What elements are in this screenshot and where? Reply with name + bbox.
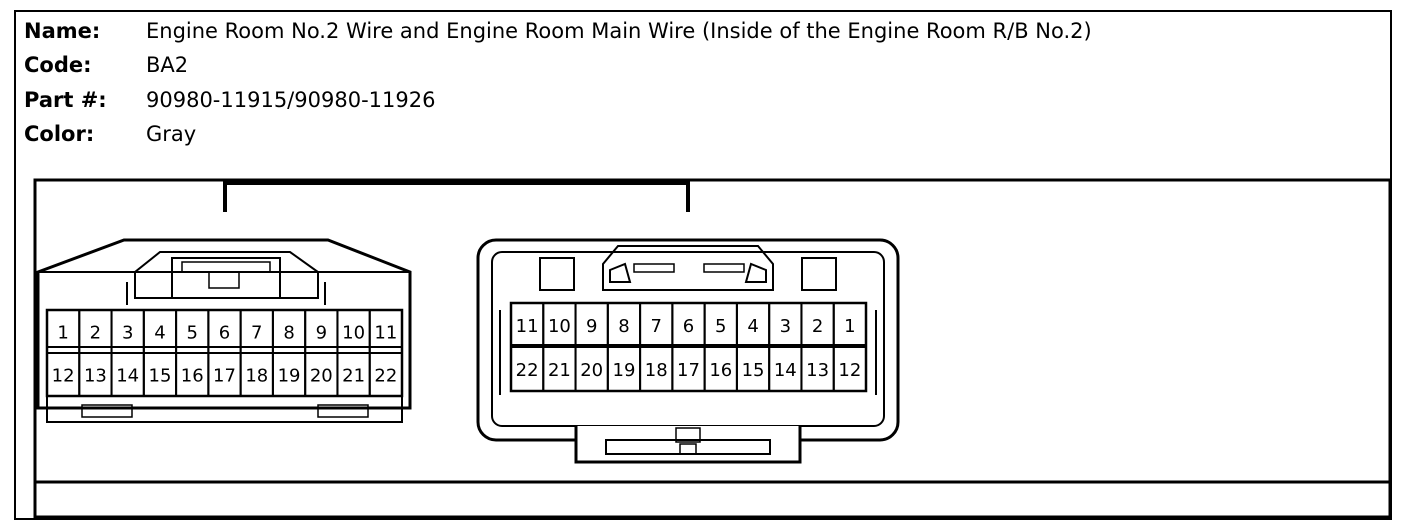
right-pin-number: 9 bbox=[586, 316, 597, 337]
left-pin-number: 10 bbox=[342, 323, 365, 344]
color-label: Color: bbox=[24, 122, 95, 146]
right-pin-number: 19 bbox=[613, 360, 636, 381]
name-value: Engine Room No.2 Wire and Engine Room Ma… bbox=[146, 19, 1092, 43]
right-pin-number: 12 bbox=[838, 360, 861, 381]
left-pin-number: 15 bbox=[149, 366, 172, 387]
right-pin-number: 11 bbox=[516, 316, 539, 337]
right-pin-number: 18 bbox=[645, 360, 668, 381]
left-pin-number: 16 bbox=[181, 366, 204, 387]
left-pin-number: 17 bbox=[213, 366, 236, 387]
right-pin-number: 13 bbox=[806, 360, 829, 381]
left-pin-number: 14 bbox=[116, 366, 139, 387]
right-pin-number: 10 bbox=[548, 316, 571, 337]
left-pin-number: 6 bbox=[219, 323, 230, 344]
left-pin-number: 8 bbox=[283, 323, 294, 344]
left-pin-number: 7 bbox=[251, 323, 262, 344]
left-pin-number: 9 bbox=[316, 323, 327, 344]
right-pin-number: 2 bbox=[812, 316, 823, 337]
right-pin-number: 16 bbox=[709, 360, 732, 381]
left-pin-number: 1 bbox=[57, 323, 68, 344]
left-pin-number: 12 bbox=[52, 366, 75, 387]
left-connector-latch bbox=[134, 251, 319, 299]
right-pin-number: 1 bbox=[844, 316, 855, 337]
code-label: Code: bbox=[24, 53, 92, 77]
right-pin-number: 22 bbox=[516, 360, 539, 381]
code-value: BA2 bbox=[146, 53, 189, 77]
right-pin-number: 17 bbox=[677, 360, 700, 381]
right-pin-number: 15 bbox=[742, 360, 765, 381]
diagram-box bbox=[33, 178, 1392, 519]
part-value: 90980-11915/90980-11926 bbox=[146, 88, 436, 112]
left-pin-number: 19 bbox=[278, 366, 301, 387]
name-label: Name: bbox=[24, 19, 101, 43]
left-pin-number: 2 bbox=[90, 323, 101, 344]
left-pin-number: 20 bbox=[310, 366, 333, 387]
mating-bracket bbox=[223, 181, 690, 212]
right-pin-number: 14 bbox=[774, 360, 797, 381]
left-pin-number: 5 bbox=[187, 323, 198, 344]
right-pin-number: 20 bbox=[580, 360, 603, 381]
left-pin-number: 13 bbox=[84, 366, 107, 387]
left-pin-number: 11 bbox=[374, 323, 397, 344]
right-pin-number: 3 bbox=[780, 316, 791, 337]
left-pin-number: 18 bbox=[245, 366, 268, 387]
right-pin-number: 5 bbox=[715, 316, 726, 337]
right-cavity bbox=[832, 346, 868, 392]
right-pin-number: 4 bbox=[747, 316, 758, 337]
left-pin-number: 21 bbox=[342, 366, 365, 387]
right-connector-latch bbox=[602, 245, 774, 291]
right-pin-number: 21 bbox=[548, 360, 571, 381]
right-pin-number: 8 bbox=[618, 316, 629, 337]
right-pin-number: 6 bbox=[683, 316, 694, 337]
left-pin-number: 3 bbox=[122, 323, 133, 344]
right-pin-number: 7 bbox=[651, 316, 662, 337]
color-value: Gray bbox=[146, 122, 197, 146]
part-label: Part #: bbox=[24, 88, 107, 112]
left-pin-number: 22 bbox=[374, 366, 397, 387]
left-pin-number: 4 bbox=[154, 323, 165, 344]
